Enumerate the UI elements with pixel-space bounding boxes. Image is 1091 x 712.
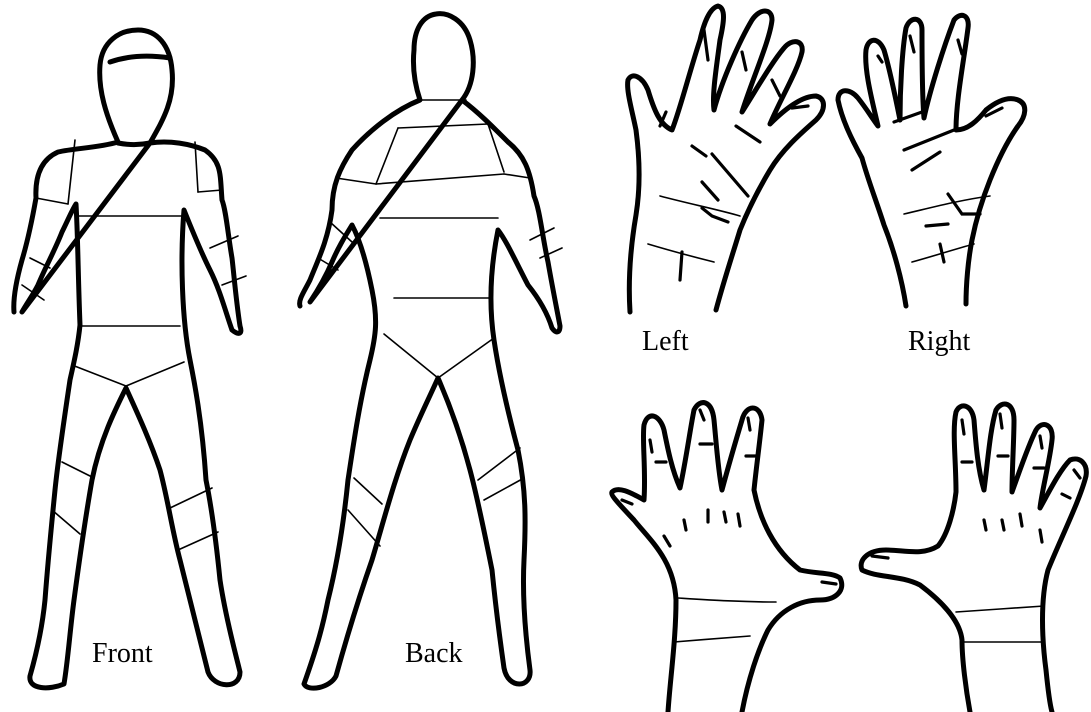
front-neck-ring [118,143,150,145]
front-head-ring [110,56,170,62]
right-palm-crease-5 [926,224,948,226]
right-back-hand-nail-4 [1074,470,1080,478]
front-region-line-knee-r [178,532,218,550]
back-region-line-buttock-l [384,334,438,378]
left-palm-crease-1 [692,146,706,156]
back-region-line-thigh-l [354,478,382,504]
left-palm-hand [628,6,824,312]
left-palm-finger-mark-3 [772,80,780,96]
right-back-hand-joint-4 [1062,494,1070,498]
left-palm-wrist-line-1 [660,196,740,216]
front-figure [14,30,246,688]
front-region-line-arm-l [36,198,68,204]
left-palm-crease-2 [712,154,748,196]
right-palm-crease-3 [912,152,940,170]
right-back-hand-thumb-nail [872,556,888,558]
back-region-line-knee-l [348,510,380,546]
front-region-line-thigh-r [170,488,212,508]
back-figure [300,14,562,688]
front-region-line-knee-l [52,510,80,534]
right-back-hand-knuckle-4 [1040,530,1042,542]
back-region-line-arm-r [504,174,530,178]
back-body-outline [300,14,560,688]
right-back-hand-knuckle-1 [984,520,986,530]
front-region-line-thigh-l [62,462,94,478]
right-palm-finger-mark-1 [878,56,882,62]
front-region-line-groin-r [126,362,184,386]
right-palm-crease-6 [940,244,944,262]
left-back-of-hand [612,403,842,712]
right-back-hand-wrist-line-1 [956,606,1044,612]
right-back-hand-nail-3 [1040,436,1042,448]
left-back-hand-knuckle-4 [738,514,740,526]
right-palm-outline [838,15,1025,306]
front-region-line-forearm-r [210,236,238,248]
left-back-hand-nail-2 [700,410,704,420]
right-back-of-hand [861,404,1086,712]
right-palm-finger-mark-2 [910,36,914,52]
left-palm-label: Left [642,326,689,358]
left-back-hand-knuckle-3 [724,512,726,522]
back-region-line-knee-r [484,478,524,500]
left-back-hand-nail-4 [622,500,632,504]
right-palm-label: Right [908,326,970,358]
back-label: Back [405,638,463,670]
back-region-line-shoulders [376,174,504,184]
left-back-hand-thumb-nail [822,582,836,584]
right-palm-crease-4 [948,194,980,214]
left-palm-crease-4 [736,126,760,142]
left-back-hand-wrist-line-2 [674,636,750,642]
back-region-line-shoulder-l [376,128,398,184]
right-back-hand-knuckle-3 [1020,514,1022,526]
right-back-hand-nail-1 [962,420,964,434]
right-palm-finger-mark-3 [958,40,962,54]
right-palm-crease-2 [904,130,954,150]
left-back-hand-nail-1 [650,440,652,452]
front-region-line-groin-l [72,365,126,386]
left-back-hand-outline [612,403,842,712]
left-back-hand-nail-3 [748,418,750,430]
right-back-hand-nail-2 [1000,414,1002,428]
left-back-hand-knuckle-1 [684,520,686,530]
front-region-line-arm-r [198,190,222,192]
left-back-hand-knuckle-5 [664,536,670,546]
right-back-hand-outline [861,404,1086,712]
left-palm-finger-mark-1 [704,30,708,60]
left-palm-finger-mark-4 [792,106,808,108]
left-palm-crease-3 [702,182,718,200]
front-body-outline [14,30,241,688]
left-back-hand-wrist-line-1 [678,598,776,602]
back-region-line-buttock-r [438,338,494,378]
back-region-line-arm-l [336,178,376,184]
left-palm-outline [628,6,824,312]
right-back-hand-knuckle-2 [1002,520,1004,530]
back-region-line-thigh-r [478,448,520,480]
front-label: Front [92,638,153,670]
right-palm-hand [838,15,1025,306]
left-palm-crease-7 [680,252,682,280]
left-palm-finger-mark-2 [742,52,746,70]
